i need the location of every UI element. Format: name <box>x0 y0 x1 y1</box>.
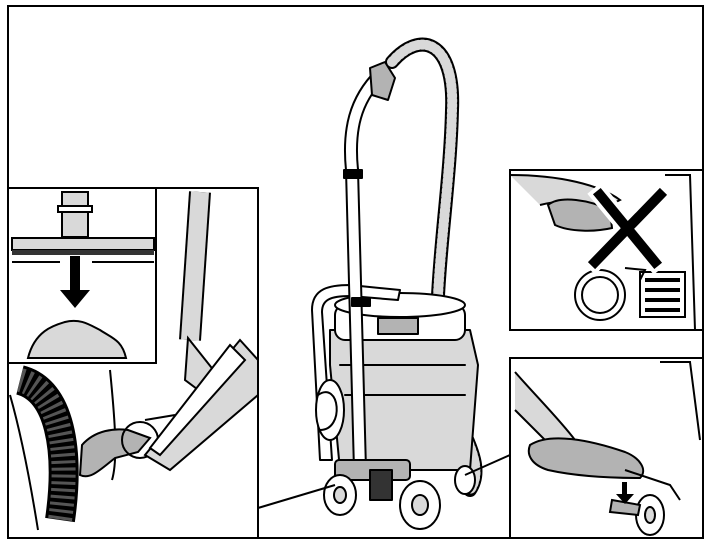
detail-panel-nozzle-section <box>7 187 259 539</box>
hand-icon <box>78 428 152 478</box>
down-arrow-small-icon <box>616 482 634 504</box>
insert-piece <box>26 319 128 359</box>
hand-grip <box>369 61 396 101</box>
detail-panel-brake-pedal <box>509 357 704 539</box>
foot-pressing-brake <box>527 437 645 480</box>
down-arrow-icon <box>60 256 90 308</box>
vacuum-cleaner-main <box>311 37 483 530</box>
push-handle <box>311 284 401 461</box>
callout-line-right <box>464 454 511 476</box>
prohibited-x-icon <box>582 182 673 275</box>
detail-panel-wrong-usage <box>509 169 704 331</box>
brake-pedal <box>608 498 642 517</box>
power-cord-coil <box>315 379 345 441</box>
callout-line-left <box>257 484 336 509</box>
